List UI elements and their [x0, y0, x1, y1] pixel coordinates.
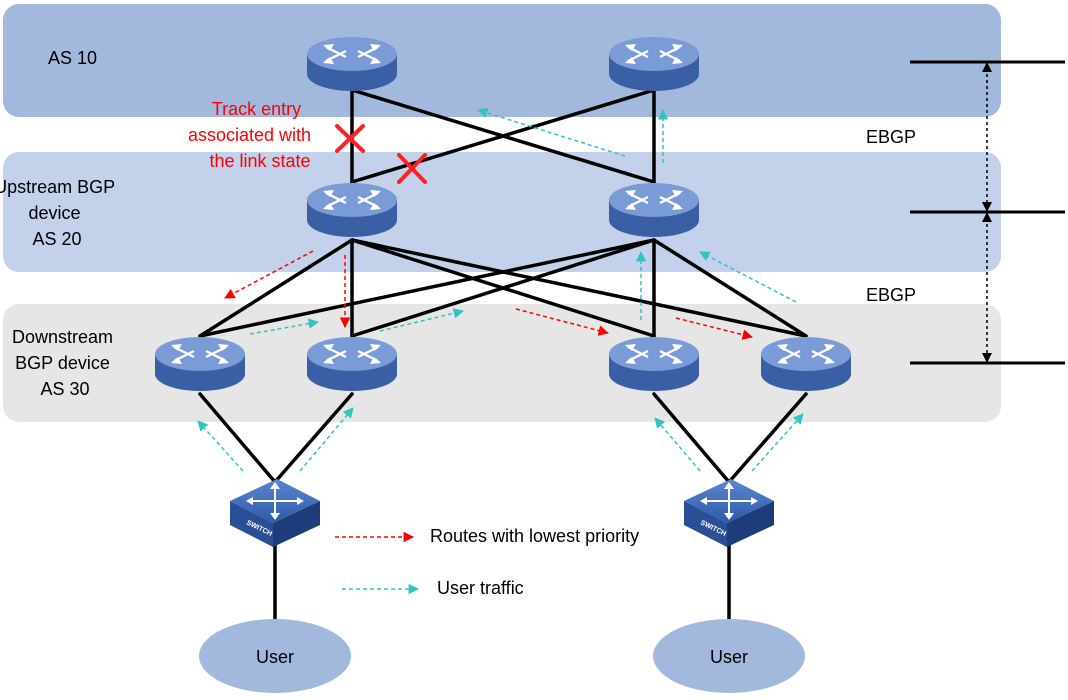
as10-label: AS 10 — [48, 48, 97, 68]
as30-zone — [3, 304, 1001, 422]
user-left-label: User — [256, 647, 294, 667]
switch-right: SWITCH — [683, 478, 775, 548]
switch-left-icon — [229, 478, 321, 548]
as30-label: Downstream BGP device AS 30 — [12, 327, 118, 399]
user-left-ellipse — [199, 619, 351, 693]
as10-zone — [3, 4, 1001, 117]
ebgp-bottom-label: EBGP — [866, 285, 916, 305]
legend-traffic-label: User traffic — [437, 578, 524, 598]
legend-route-label: Routes with lowest priority — [430, 526, 639, 546]
ebgp-scale — [910, 60, 1065, 365]
as30-router-1-icon — [153, 335, 247, 393]
as20-router-right-icon — [607, 181, 701, 239]
as20-router-left-icon — [305, 181, 399, 239]
as30-router-4-icon — [759, 335, 853, 393]
route-arrows — [224, 250, 754, 340]
as10-router-left-icon — [305, 35, 399, 93]
user-right-ellipse — [653, 619, 805, 693]
switch-right-icon — [683, 478, 775, 548]
as20-zone — [3, 152, 1001, 272]
as20-label: Upstream BGP device AS 20 — [0, 177, 120, 249]
as10-router-right-icon — [607, 35, 701, 93]
traffic-arrows — [197, 107, 804, 472]
legend: Routes with lowest priority User traffic — [335, 526, 639, 598]
track-entry-note: Track entry associated with the link sta… — [188, 99, 316, 171]
as30-router-3-icon — [607, 335, 701, 393]
link-failure-x-icon — [335, 124, 427, 184]
network-links — [198, 76, 808, 627]
user-right-label: User — [710, 647, 748, 667]
as30-router-2-icon — [305, 335, 399, 393]
ebgp-top-label: EBGP — [866, 127, 916, 147]
switch-left: SWITCH — [229, 478, 321, 548]
